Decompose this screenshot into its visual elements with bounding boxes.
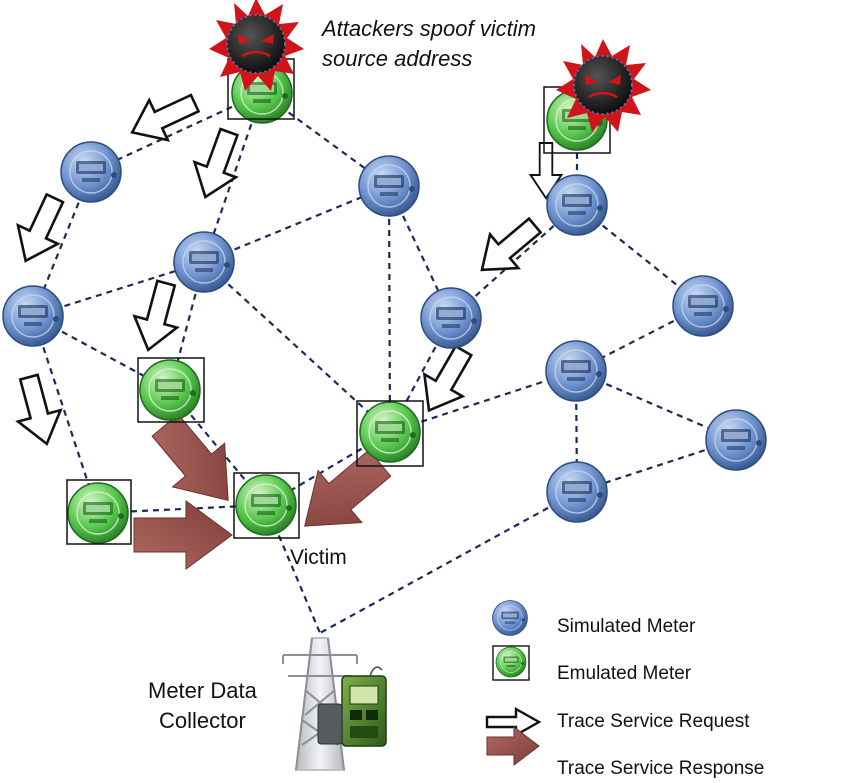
request-arrow bbox=[121, 81, 206, 154]
request-arrow bbox=[466, 207, 551, 289]
request-arrow bbox=[125, 276, 189, 357]
request-arrow bbox=[4, 187, 77, 272]
victim-label: Victim bbox=[290, 546, 347, 569]
request-arrow bbox=[6, 370, 70, 451]
legend-emulated-meter-icon bbox=[495, 646, 527, 678]
simulated-meter-icon bbox=[173, 231, 235, 293]
attacker-icon bbox=[207, 0, 306, 93]
legend-response-arrow-icon bbox=[486, 725, 540, 767]
simulated-meter-icon bbox=[2, 285, 64, 347]
emulated-meter-icon bbox=[67, 482, 129, 544]
collector-label-line2: Collector bbox=[159, 708, 246, 733]
emulated-meter-icon bbox=[359, 401, 421, 463]
simulated-meter-icon bbox=[546, 174, 608, 236]
request-arrows bbox=[4, 81, 563, 451]
attack-annotation-line2: source address bbox=[322, 46, 473, 71]
request-arrow bbox=[408, 338, 484, 423]
collector-label-line1: Meter Data bbox=[148, 678, 257, 703]
legend-simulated-meter-icon bbox=[492, 600, 528, 636]
victim-meter-icon bbox=[235, 474, 297, 536]
legend-simulated-label: Simulated Meter bbox=[557, 616, 696, 637]
collector-label: Meter Data Collector bbox=[148, 676, 257, 736]
simulated-meter-icon bbox=[60, 141, 122, 203]
emulated-meter-icon bbox=[139, 359, 201, 421]
legend-request-arrow-icon bbox=[485, 706, 542, 738]
response-arrow bbox=[133, 500, 233, 570]
legend-icons bbox=[485, 600, 542, 767]
legend-request-label: Trace Service Request bbox=[557, 711, 750, 732]
simulated-meter-icon bbox=[545, 340, 607, 402]
attack-annotation: Attackers spoof victim source address bbox=[322, 14, 536, 74]
legend-emulated-label: Emulated Meter bbox=[557, 663, 692, 684]
simulated-meter-icon bbox=[546, 461, 608, 523]
collector-box-icon bbox=[317, 666, 387, 747]
simulated-meter-icon bbox=[705, 409, 767, 471]
simulated-meter-icon bbox=[420, 287, 482, 349]
attack-annotation-line1: Attackers spoof victim bbox=[322, 16, 536, 41]
simulated-meter-icon bbox=[672, 275, 734, 337]
legend-response-label: Trace Service Response bbox=[557, 758, 765, 779]
simulated-meter-icon bbox=[358, 155, 420, 217]
request-arrow bbox=[183, 123, 251, 206]
